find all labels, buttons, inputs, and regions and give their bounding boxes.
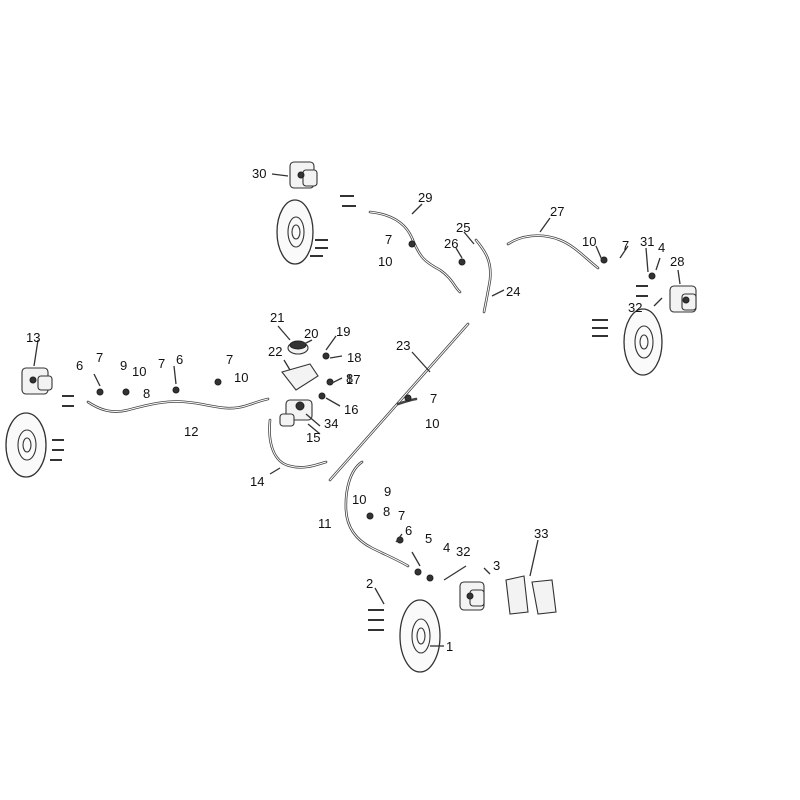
callout-14: 14	[250, 474, 264, 489]
callout-6: 6	[76, 358, 83, 373]
callout-5: 5	[425, 531, 432, 546]
callout-24: 24	[506, 284, 520, 299]
components	[21, 161, 697, 615]
hose-29	[368, 210, 462, 294]
callout-8: 8	[346, 371, 353, 386]
callout-29: 29	[418, 190, 432, 205]
callout-21: 21	[270, 310, 284, 325]
brake-pads-33	[505, 575, 557, 615]
fittings	[50, 195, 656, 631]
callout-4: 4	[443, 540, 450, 555]
disc-right	[623, 308, 663, 376]
callout-7: 7	[430, 391, 437, 406]
callout-26: 26	[444, 236, 458, 251]
callout-7: 7	[622, 238, 629, 253]
callout-7: 7	[398, 508, 405, 523]
callout-13: 13	[26, 330, 40, 345]
callout-25: 25	[456, 220, 470, 235]
callout-32: 32	[456, 544, 470, 559]
master-cylinder-22	[281, 340, 319, 391]
callout-7: 7	[96, 350, 103, 365]
callout-18: 18	[347, 350, 361, 365]
callout-22: 22	[268, 344, 282, 359]
caliper-13	[21, 367, 53, 395]
caliper-28	[669, 285, 697, 313]
callout-2: 2	[366, 576, 373, 591]
callout-10: 10	[425, 416, 439, 431]
callout-10: 10	[132, 364, 146, 379]
callout-28: 28	[670, 254, 684, 269]
callout-33: 33	[534, 526, 548, 541]
callout-30: 30	[252, 166, 266, 181]
disc-front-left	[5, 412, 47, 478]
callout-27: 27	[550, 204, 564, 219]
callout-15: 15	[306, 430, 320, 445]
disc-upper	[276, 199, 314, 265]
disc-rear	[399, 599, 441, 673]
callout-34: 34	[324, 416, 338, 431]
callout-32: 32	[628, 300, 642, 315]
caliper-30	[289, 161, 318, 189]
callout-10: 10	[234, 370, 248, 385]
callout-7: 7	[226, 352, 233, 367]
callout-9: 9	[120, 358, 127, 373]
hose-12	[86, 397, 270, 413]
leader-lines	[33, 173, 681, 647]
caliper-3	[459, 581, 485, 611]
callout-16: 16	[344, 402, 358, 417]
callout-1: 1	[446, 639, 453, 654]
callout-31: 31	[640, 234, 654, 249]
callout-17: 17	[346, 372, 360, 387]
hose-24	[474, 238, 492, 314]
callout-8: 8	[383, 504, 390, 519]
callout-8: 8	[143, 386, 150, 401]
callout-6: 6	[176, 352, 183, 367]
callout-12: 12	[184, 424, 198, 439]
valve-block-15	[279, 399, 313, 427]
callout-11: 11	[318, 516, 332, 531]
callout-10: 10	[378, 254, 392, 269]
callout-10: 10	[352, 492, 366, 507]
callout-3: 3	[493, 558, 500, 573]
callout-7: 7	[158, 356, 165, 371]
callout-20: 20	[304, 326, 318, 341]
callout-4: 4	[658, 240, 665, 255]
callout-19: 19	[336, 324, 350, 339]
callout-9: 9	[384, 484, 391, 499]
callout-10: 10	[582, 234, 596, 249]
brake-lines	[86, 210, 600, 568]
callout-7: 7	[385, 232, 392, 247]
callout-23: 23	[396, 338, 410, 353]
brake-discs	[5, 199, 663, 673]
callout-labels: 1 2 3 4 4 5 6 6 6 7 7 7 7 7 7 7 8 8 8 9 …	[26, 166, 684, 654]
callout-6: 6	[405, 523, 412, 538]
